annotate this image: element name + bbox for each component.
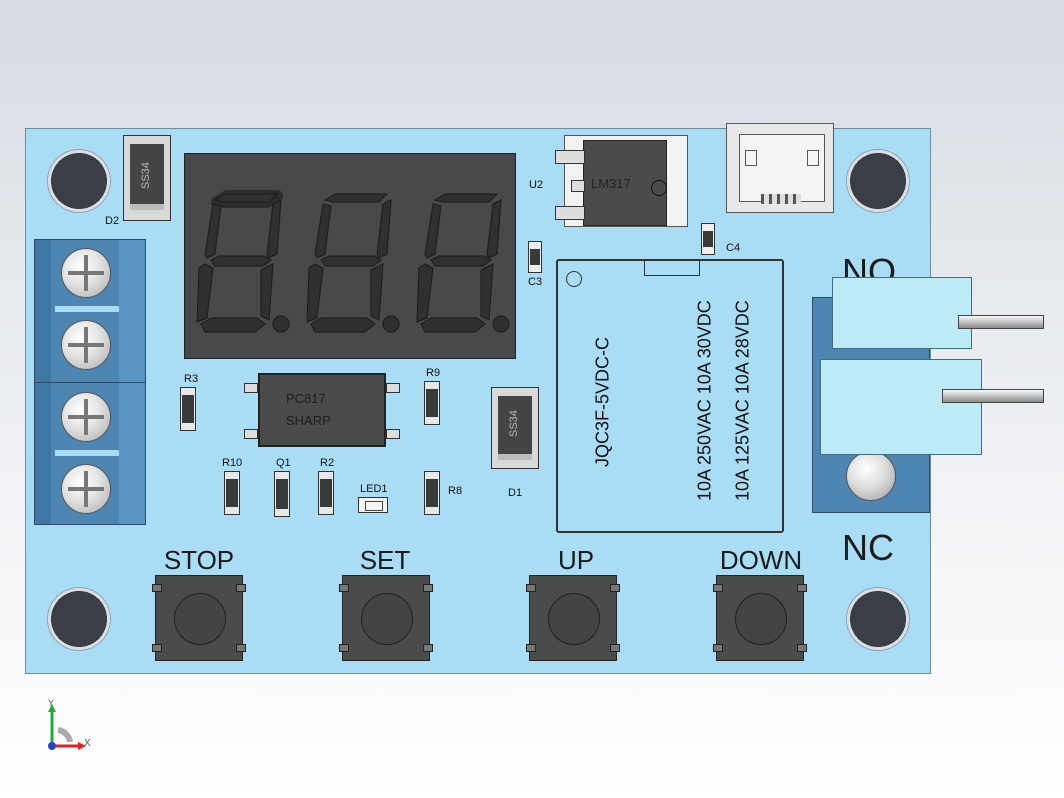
d2-ref-label: D2 bbox=[105, 215, 120, 227]
d1-part-label: SS34 bbox=[508, 410, 520, 438]
resistor-r8 bbox=[424, 471, 440, 515]
display-digits-graphic bbox=[196, 190, 510, 333]
opto-line2: SHARP bbox=[286, 413, 331, 428]
q1-ref-label: Q1 bbox=[276, 457, 291, 469]
axis-y-label: Y bbox=[48, 698, 55, 708]
down-button[interactable] bbox=[713, 575, 807, 661]
led1 bbox=[358, 497, 388, 513]
terminal-screw-3 bbox=[61, 392, 111, 442]
opto-line1: PC817 bbox=[286, 391, 326, 406]
regulator-u2-pad: LM317 bbox=[555, 135, 688, 227]
relay-model-label: JQC3F-5VDC-C bbox=[592, 337, 613, 468]
c4-ref-label: C4 bbox=[726, 242, 741, 254]
nc-label: NC bbox=[842, 527, 894, 568]
c3-ref-label: C3 bbox=[528, 276, 543, 288]
set-label: SET bbox=[359, 545, 411, 575]
stop-button[interactable] bbox=[152, 575, 246, 661]
output-terminal bbox=[812, 277, 1044, 513]
capacitor-c4 bbox=[701, 223, 715, 255]
r8-ref-label: R8 bbox=[448, 485, 463, 497]
capacitor-c3 bbox=[528, 241, 542, 273]
set-button[interactable] bbox=[339, 575, 433, 661]
terminal-screw-2 bbox=[61, 320, 111, 370]
relay-rating-2: 10A 125VAC 10A 28VDC bbox=[732, 300, 753, 502]
diode-d2: SS34 bbox=[123, 135, 171, 221]
mounting-hole-top-left bbox=[47, 149, 111, 213]
usb-connector bbox=[726, 123, 834, 213]
axis-x-label: X bbox=[84, 738, 91, 749]
axis-triad: Y X bbox=[40, 698, 100, 760]
optocoupler-pc817: PC817 SHARP bbox=[244, 373, 400, 447]
axis-triad-graphic bbox=[48, 704, 86, 750]
u2-part-label: LM317 bbox=[591, 176, 631, 191]
pcb-board: SS34 D2 bbox=[25, 123, 1044, 674]
r10-ref-label: R10 bbox=[222, 457, 243, 469]
led1-ref-label: LED1 bbox=[360, 483, 388, 495]
resistor-r9 bbox=[424, 381, 440, 425]
screw-terminal-block bbox=[34, 239, 146, 525]
relay-jqc3f: JQC3F-5VDC-C 10A 250VAC 10A 30VDC 10A 12… bbox=[556, 259, 784, 533]
up-button[interactable] bbox=[526, 575, 620, 661]
r2-ref-label: R2 bbox=[320, 457, 335, 469]
up-label: UP bbox=[557, 545, 595, 575]
stop-label: STOP bbox=[163, 545, 235, 575]
resistor-r10 bbox=[224, 471, 240, 515]
resistor-r3 bbox=[180, 387, 196, 431]
down-label: DOWN bbox=[719, 545, 803, 575]
d2-part-label: SS34 bbox=[140, 162, 152, 190]
u2-ref-label: U2 bbox=[529, 179, 544, 191]
transistor-q1 bbox=[274, 471, 290, 517]
d1-ref-label: D1 bbox=[508, 487, 523, 499]
relay-rating-1: 10A 250VAC 10A 30VDC bbox=[694, 300, 715, 502]
mounting-hole-top-right bbox=[846, 149, 910, 213]
terminal-screw-4 bbox=[61, 464, 111, 514]
r3-ref-label: R3 bbox=[184, 373, 199, 385]
terminal-screw-1 bbox=[61, 248, 111, 298]
r9-ref-label: R9 bbox=[426, 367, 441, 379]
mounting-hole-bottom-left bbox=[47, 587, 111, 651]
resistor-r2 bbox=[318, 471, 334, 515]
diode-d1: SS34 bbox=[491, 387, 539, 469]
mounting-hole-bottom-right bbox=[846, 587, 910, 651]
seven-segment-display bbox=[184, 153, 516, 359]
